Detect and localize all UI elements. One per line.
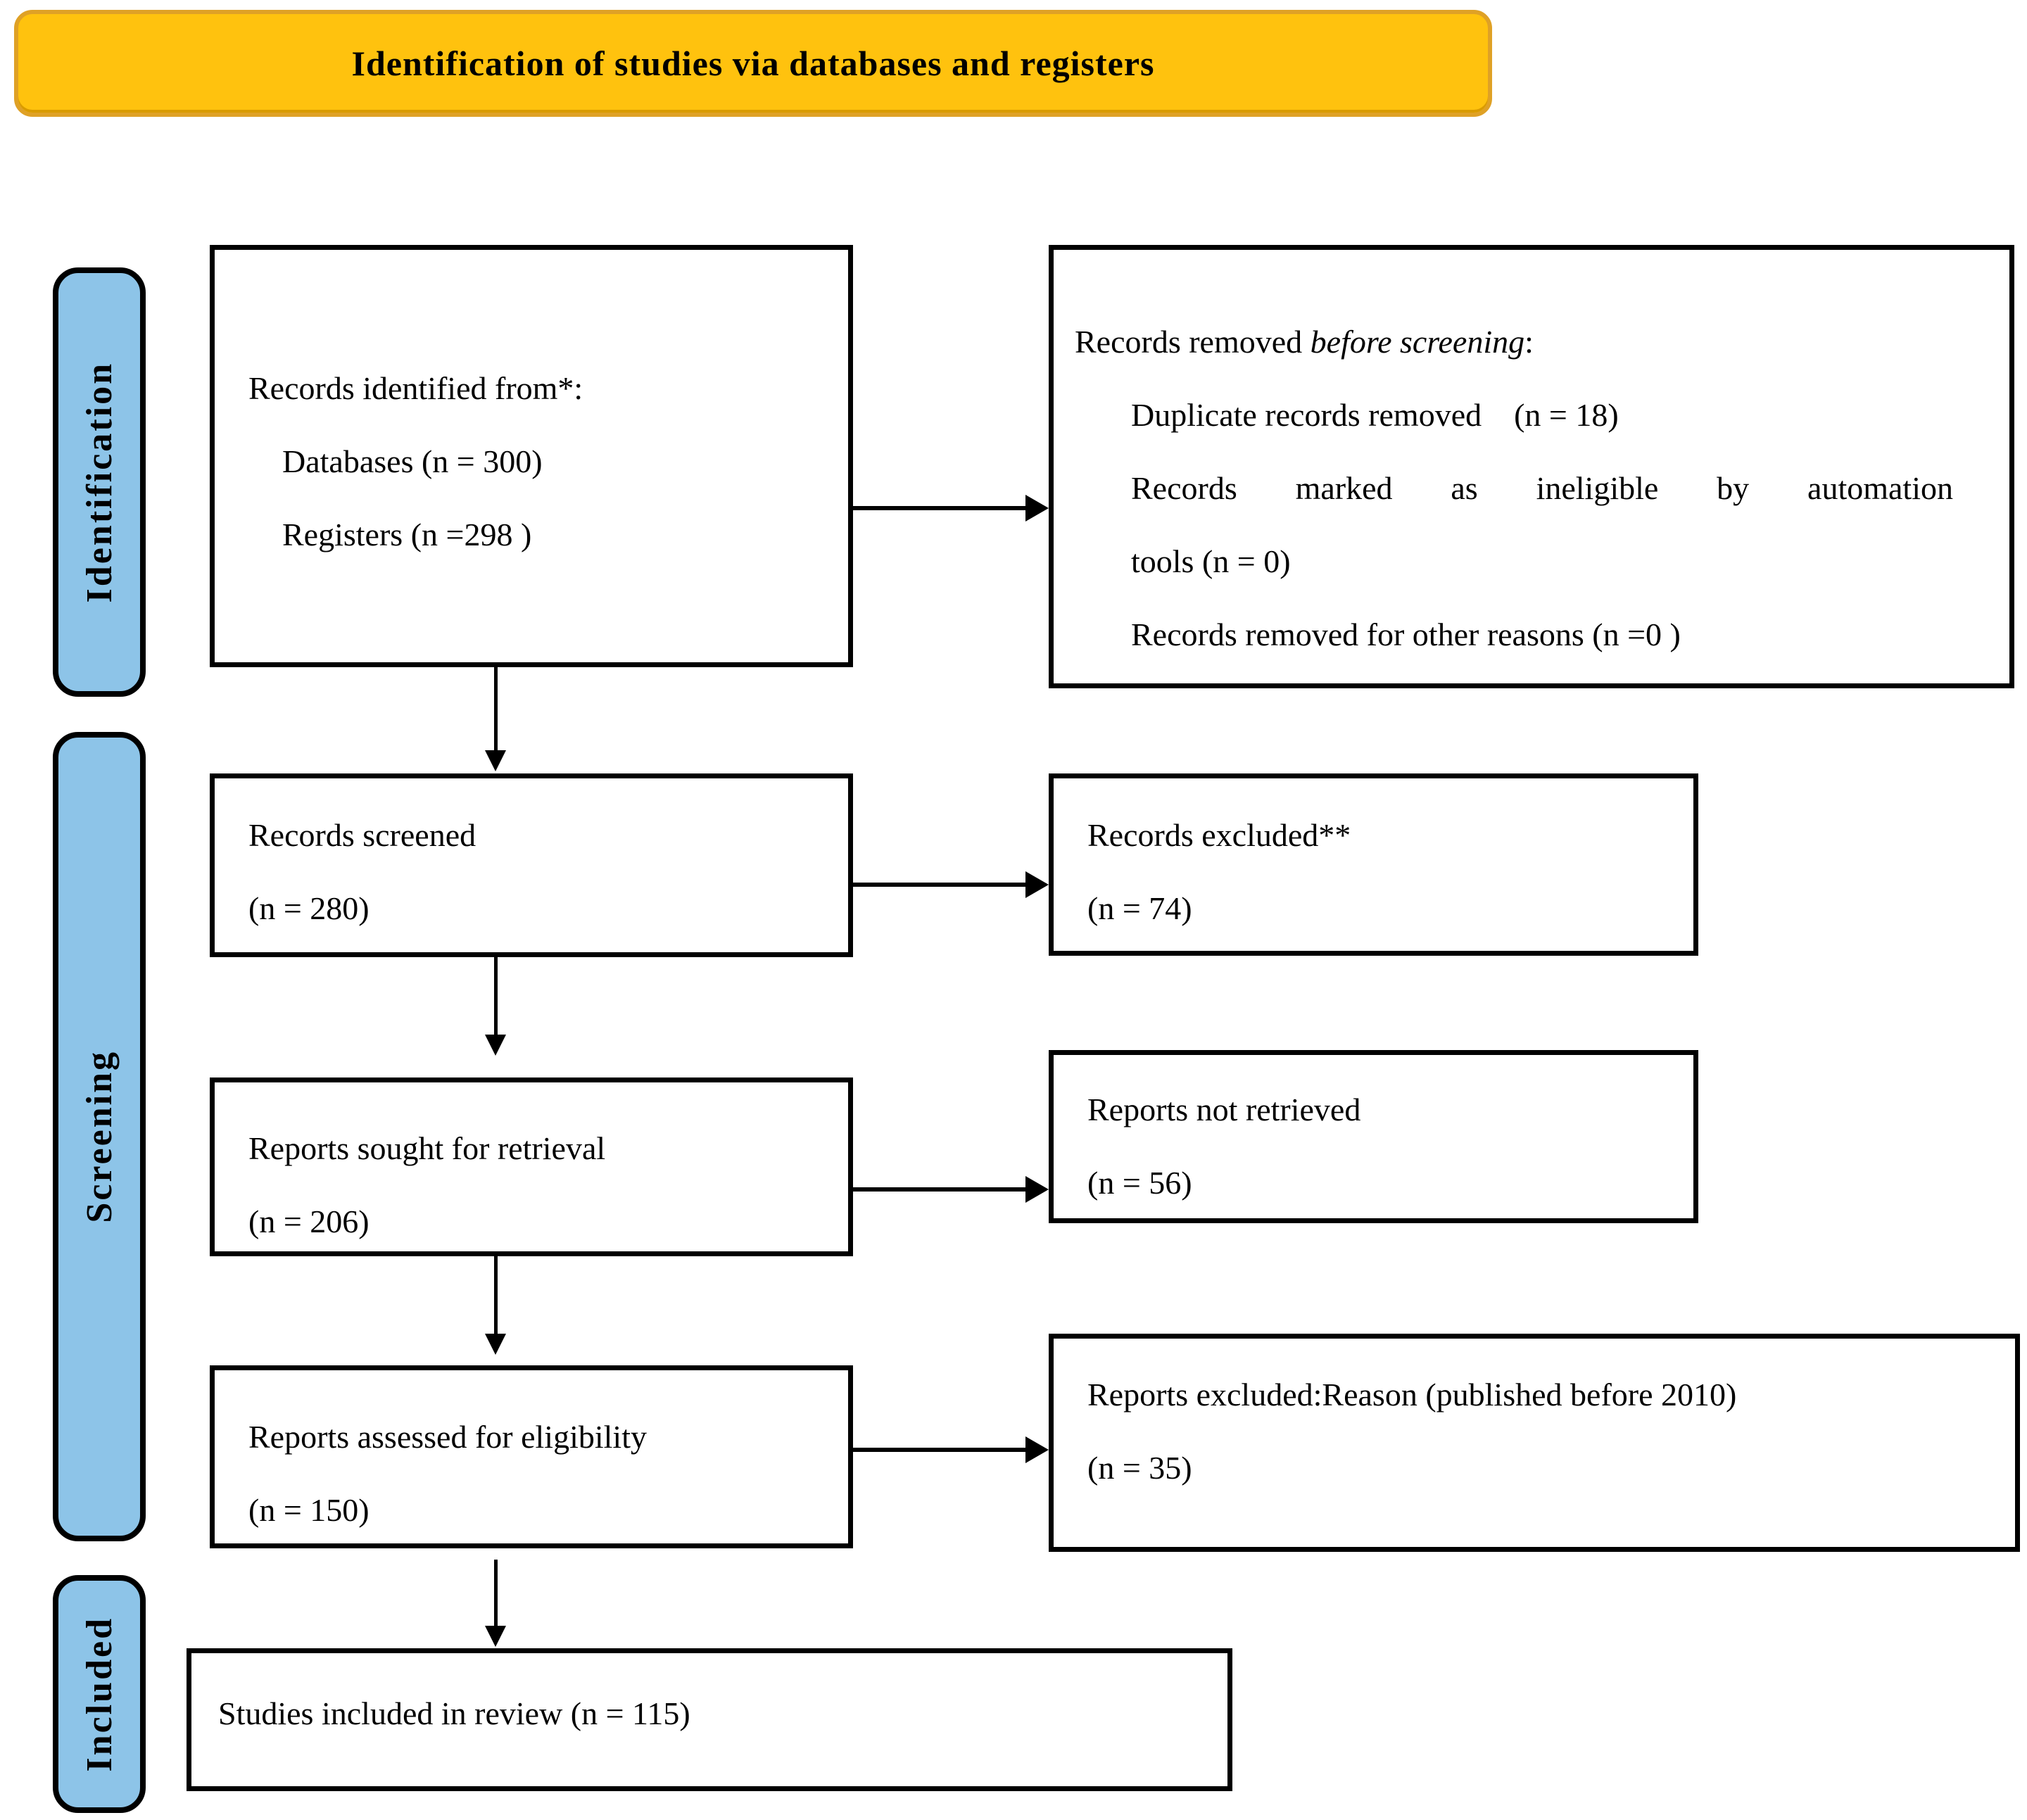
reports-excluded-reason-count: (n = 35) xyxy=(1087,1450,1192,1486)
box-records-identified: Records identified from*: Databases (n =… xyxy=(210,245,853,667)
stage-label-included-text: Included xyxy=(79,1616,120,1772)
records-removed-title-italic: before screening xyxy=(1310,324,1525,360)
arrow-right-head-icon xyxy=(1025,495,1049,522)
box-records-excluded: Records excluded** (n = 74) xyxy=(1049,773,1698,956)
reports-not-retrieved-title: Reports not retrieved xyxy=(1087,1092,1361,1127)
arrow-down-head-icon xyxy=(485,750,506,771)
arrow-down-head-icon xyxy=(485,1035,506,1056)
arrow-right-head-icon xyxy=(1025,871,1049,898)
arrow-shaft xyxy=(494,1560,498,1626)
stage-label-screening-text: Screening xyxy=(79,1050,120,1223)
stage-label-included: Included xyxy=(53,1575,146,1813)
arrow-shaft xyxy=(494,1256,498,1334)
box-reports-sought: Reports sought for retrieval (n = 206) xyxy=(210,1078,853,1256)
banner-title: Identification of studies via databases … xyxy=(351,44,1155,83)
records-removed-other-reasons: Records removed for other reasons (n =0 … xyxy=(1131,617,1681,652)
arrow-shaft xyxy=(852,506,1027,510)
arrow-shaft xyxy=(494,957,498,1035)
records-identified-title: Records identified from*: xyxy=(248,370,583,406)
records-identified-registers: Registers (n =298 ) xyxy=(282,517,532,552)
records-excluded-count: (n = 74) xyxy=(1087,890,1192,926)
arrow-shaft xyxy=(852,1448,1027,1452)
stage-label-identification-text: Identification xyxy=(79,361,120,603)
box-records-removed: Records removed before screening: Duplic… xyxy=(1049,245,2014,688)
reports-sought-count: (n = 206) xyxy=(248,1203,370,1239)
box-records-screened: Records screened (n = 280) xyxy=(210,773,853,957)
reports-not-retrieved-count: (n = 56) xyxy=(1087,1165,1192,1201)
reports-sought-title: Reports sought for retrieval xyxy=(248,1130,606,1166)
records-screened-count: (n = 280) xyxy=(248,890,370,926)
box-reports-excluded-reason: Reports excluded:Reason (published befor… xyxy=(1049,1334,2020,1552)
stage-label-identification: Identification xyxy=(53,267,146,697)
arrow-down-head-icon xyxy=(485,1334,506,1355)
studies-included-text: Studies included in review (n = 115) xyxy=(218,1695,690,1731)
box-reports-assessed: Reports assessed for eligibility (n = 15… xyxy=(210,1365,853,1548)
records-removed-automation: Records marked as ineligible by automati… xyxy=(1131,470,1953,506)
banner: Identification of studies via databases … xyxy=(14,10,1492,117)
reports-assessed-count: (n = 150) xyxy=(248,1492,370,1528)
stage-label-screening: Screening xyxy=(53,732,146,1541)
records-removed-automation-tools: tools (n = 0) xyxy=(1131,543,1291,579)
records-excluded-title: Records excluded** xyxy=(1087,817,1351,853)
records-removed-title: Records removed before screening: xyxy=(1075,305,1981,379)
reports-assessed-title: Reports assessed for eligibility xyxy=(248,1419,647,1455)
records-removed-title-prefix: Records removed xyxy=(1075,324,1311,360)
records-screened-title: Records screened xyxy=(248,817,476,853)
arrow-shaft xyxy=(852,883,1027,887)
arrow-right-head-icon xyxy=(1025,1436,1049,1463)
records-removed-title-colon: : xyxy=(1524,324,1534,360)
records-removed-duplicates: Duplicate records removed (n = 18) xyxy=(1131,397,1619,433)
arrow-shaft xyxy=(852,1187,1027,1192)
box-studies-included: Studies included in review (n = 115) xyxy=(187,1648,1232,1791)
box-reports-not-retrieved: Reports not retrieved (n = 56) xyxy=(1049,1050,1698,1223)
arrow-down-head-icon xyxy=(485,1626,506,1647)
reports-excluded-reason-title: Reports excluded:Reason (published befor… xyxy=(1087,1377,1737,1413)
arrow-right-head-icon xyxy=(1025,1176,1049,1203)
records-identified-databases: Databases (n = 300) xyxy=(282,443,543,479)
arrow-shaft xyxy=(494,667,498,750)
